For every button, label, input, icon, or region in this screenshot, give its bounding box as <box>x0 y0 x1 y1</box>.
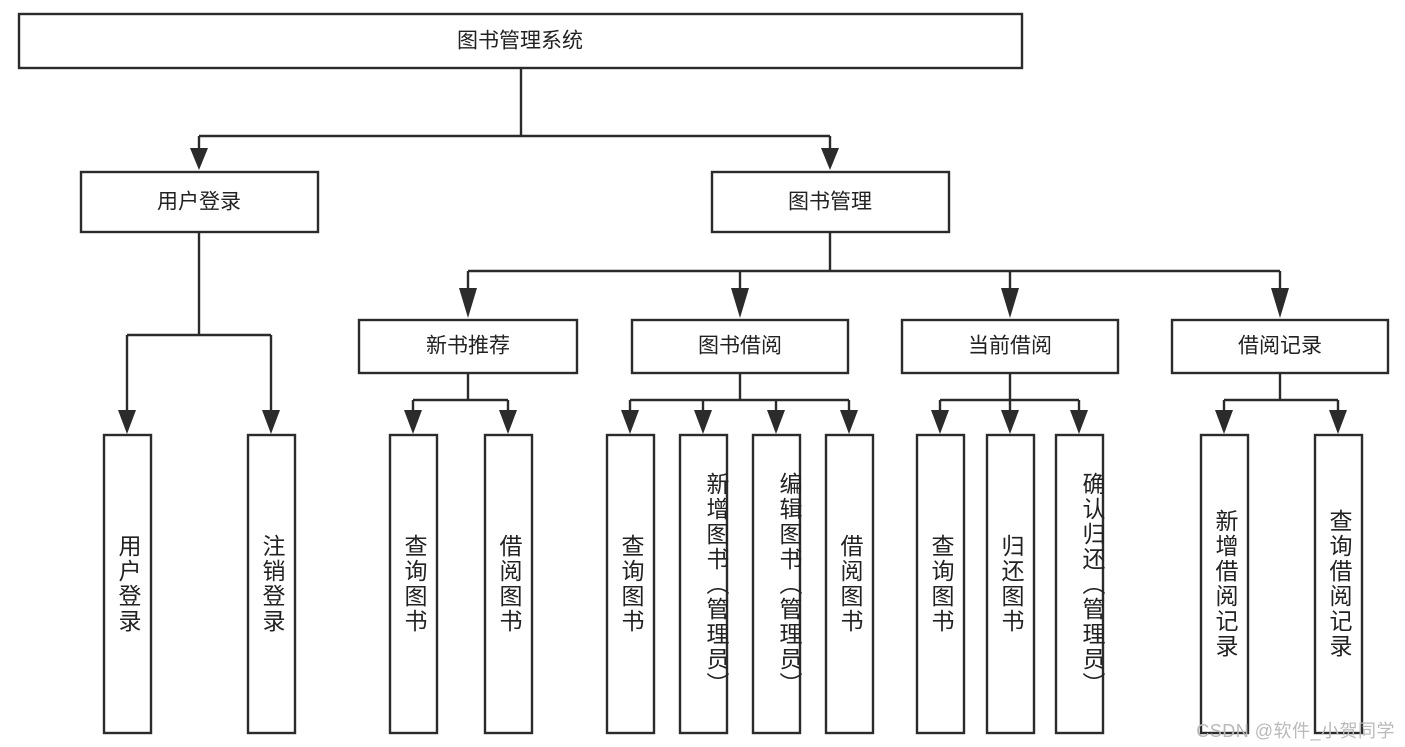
arrow-head-leaf-logout <box>262 410 280 434</box>
node-new-book-recommend-box[interactable] <box>357 318 579 375</box>
node-new-book-recommend-label: 新书推荐 <box>426 335 510 358</box>
node-current-borrow-box[interactable] <box>900 318 1120 375</box>
leaf-box-nbr-query-book[interactable] <box>388 433 439 735</box>
arrow-head-bb-leaf-3 <box>767 410 785 434</box>
watermark-text: CSDN @软件_小贺同学 <box>1196 721 1395 741</box>
arrow-head-nbr-leaf-1 <box>404 410 422 434</box>
leaf-box-cb-confirm-return-admin[interactable] <box>1054 433 1105 735</box>
leaf-box-bb-borrow-book[interactable] <box>824 433 875 735</box>
node-book-borrow[interactable]: 图书借阅 <box>630 318 850 375</box>
leaf-box-cb-query-book[interactable] <box>915 433 966 735</box>
arrow-head-nbr-leaf-2 <box>499 410 517 434</box>
arrow-head-cb-leaf-1 <box>931 410 949 434</box>
arrow-head-book-borrow <box>731 288 749 318</box>
leaf-box-bb-query-book[interactable] <box>605 433 656 735</box>
arrow-head-current-borrow <box>1001 288 1019 318</box>
arrow-head-br-leaf-2 <box>1329 410 1347 434</box>
arrow-head-new-book-recommend <box>459 288 477 318</box>
node-book-borrow-box[interactable] <box>630 318 850 375</box>
arrow-head-bb-leaf-1 <box>621 410 639 434</box>
node-book-management-box[interactable] <box>710 170 951 234</box>
leaf-box-br-query-record[interactable] <box>1313 433 1364 735</box>
node-borrow-record-label: 借阅记录 <box>1238 335 1322 358</box>
leaf-box-user-login[interactable] <box>102 433 153 735</box>
arrow-head-leaf-user-login <box>118 410 136 434</box>
arrow-head-bb-leaf-4 <box>840 410 858 434</box>
leaf-box-bb-edit-book-admin[interactable] <box>751 433 802 735</box>
arrow-head-borrow-record <box>1271 288 1289 318</box>
arrow-head-user-login <box>190 148 208 170</box>
arrow-head-bb-leaf-2 <box>694 410 712 434</box>
node-current-borrow[interactable]: 当前借阅 <box>900 318 1120 375</box>
node-borrow-record[interactable]: 借阅记录 <box>1170 318 1390 375</box>
node-new-book-recommend[interactable]: 新书推荐 <box>357 318 579 375</box>
node-root-label: 图书管理系统 <box>457 30 583 53</box>
arrow-head-cb-leaf-2 <box>1001 410 1019 434</box>
leaf-box-cb-return-book[interactable] <box>985 433 1036 735</box>
node-user-login[interactable]: 用户登录 <box>79 170 320 234</box>
node-user-login-label: 用户登录 <box>157 191 241 214</box>
leaf-box-nbr-borrow-book[interactable] <box>483 433 534 735</box>
node-root[interactable]: 图书管理系统 <box>17 12 1024 70</box>
leaf-box-br-add-record[interactable] <box>1199 433 1250 735</box>
arrow-head-br-leaf-1 <box>1215 410 1233 434</box>
leaf-box-bb-add-book-admin[interactable] <box>678 433 729 735</box>
arrow-head-cb-leaf-3 <box>1070 410 1088 434</box>
node-root-box[interactable] <box>17 12 1024 70</box>
node-current-borrow-label: 当前借阅 <box>968 335 1052 358</box>
node-book-management-label: 图书管理 <box>788 191 872 214</box>
node-book-management[interactable]: 图书管理 <box>710 170 951 234</box>
node-book-borrow-label: 图书借阅 <box>698 335 782 358</box>
arrow-head-book-mgmt <box>821 148 839 170</box>
leaf-box-logout[interactable] <box>246 433 297 735</box>
node-borrow-record-box[interactable] <box>1170 318 1390 375</box>
